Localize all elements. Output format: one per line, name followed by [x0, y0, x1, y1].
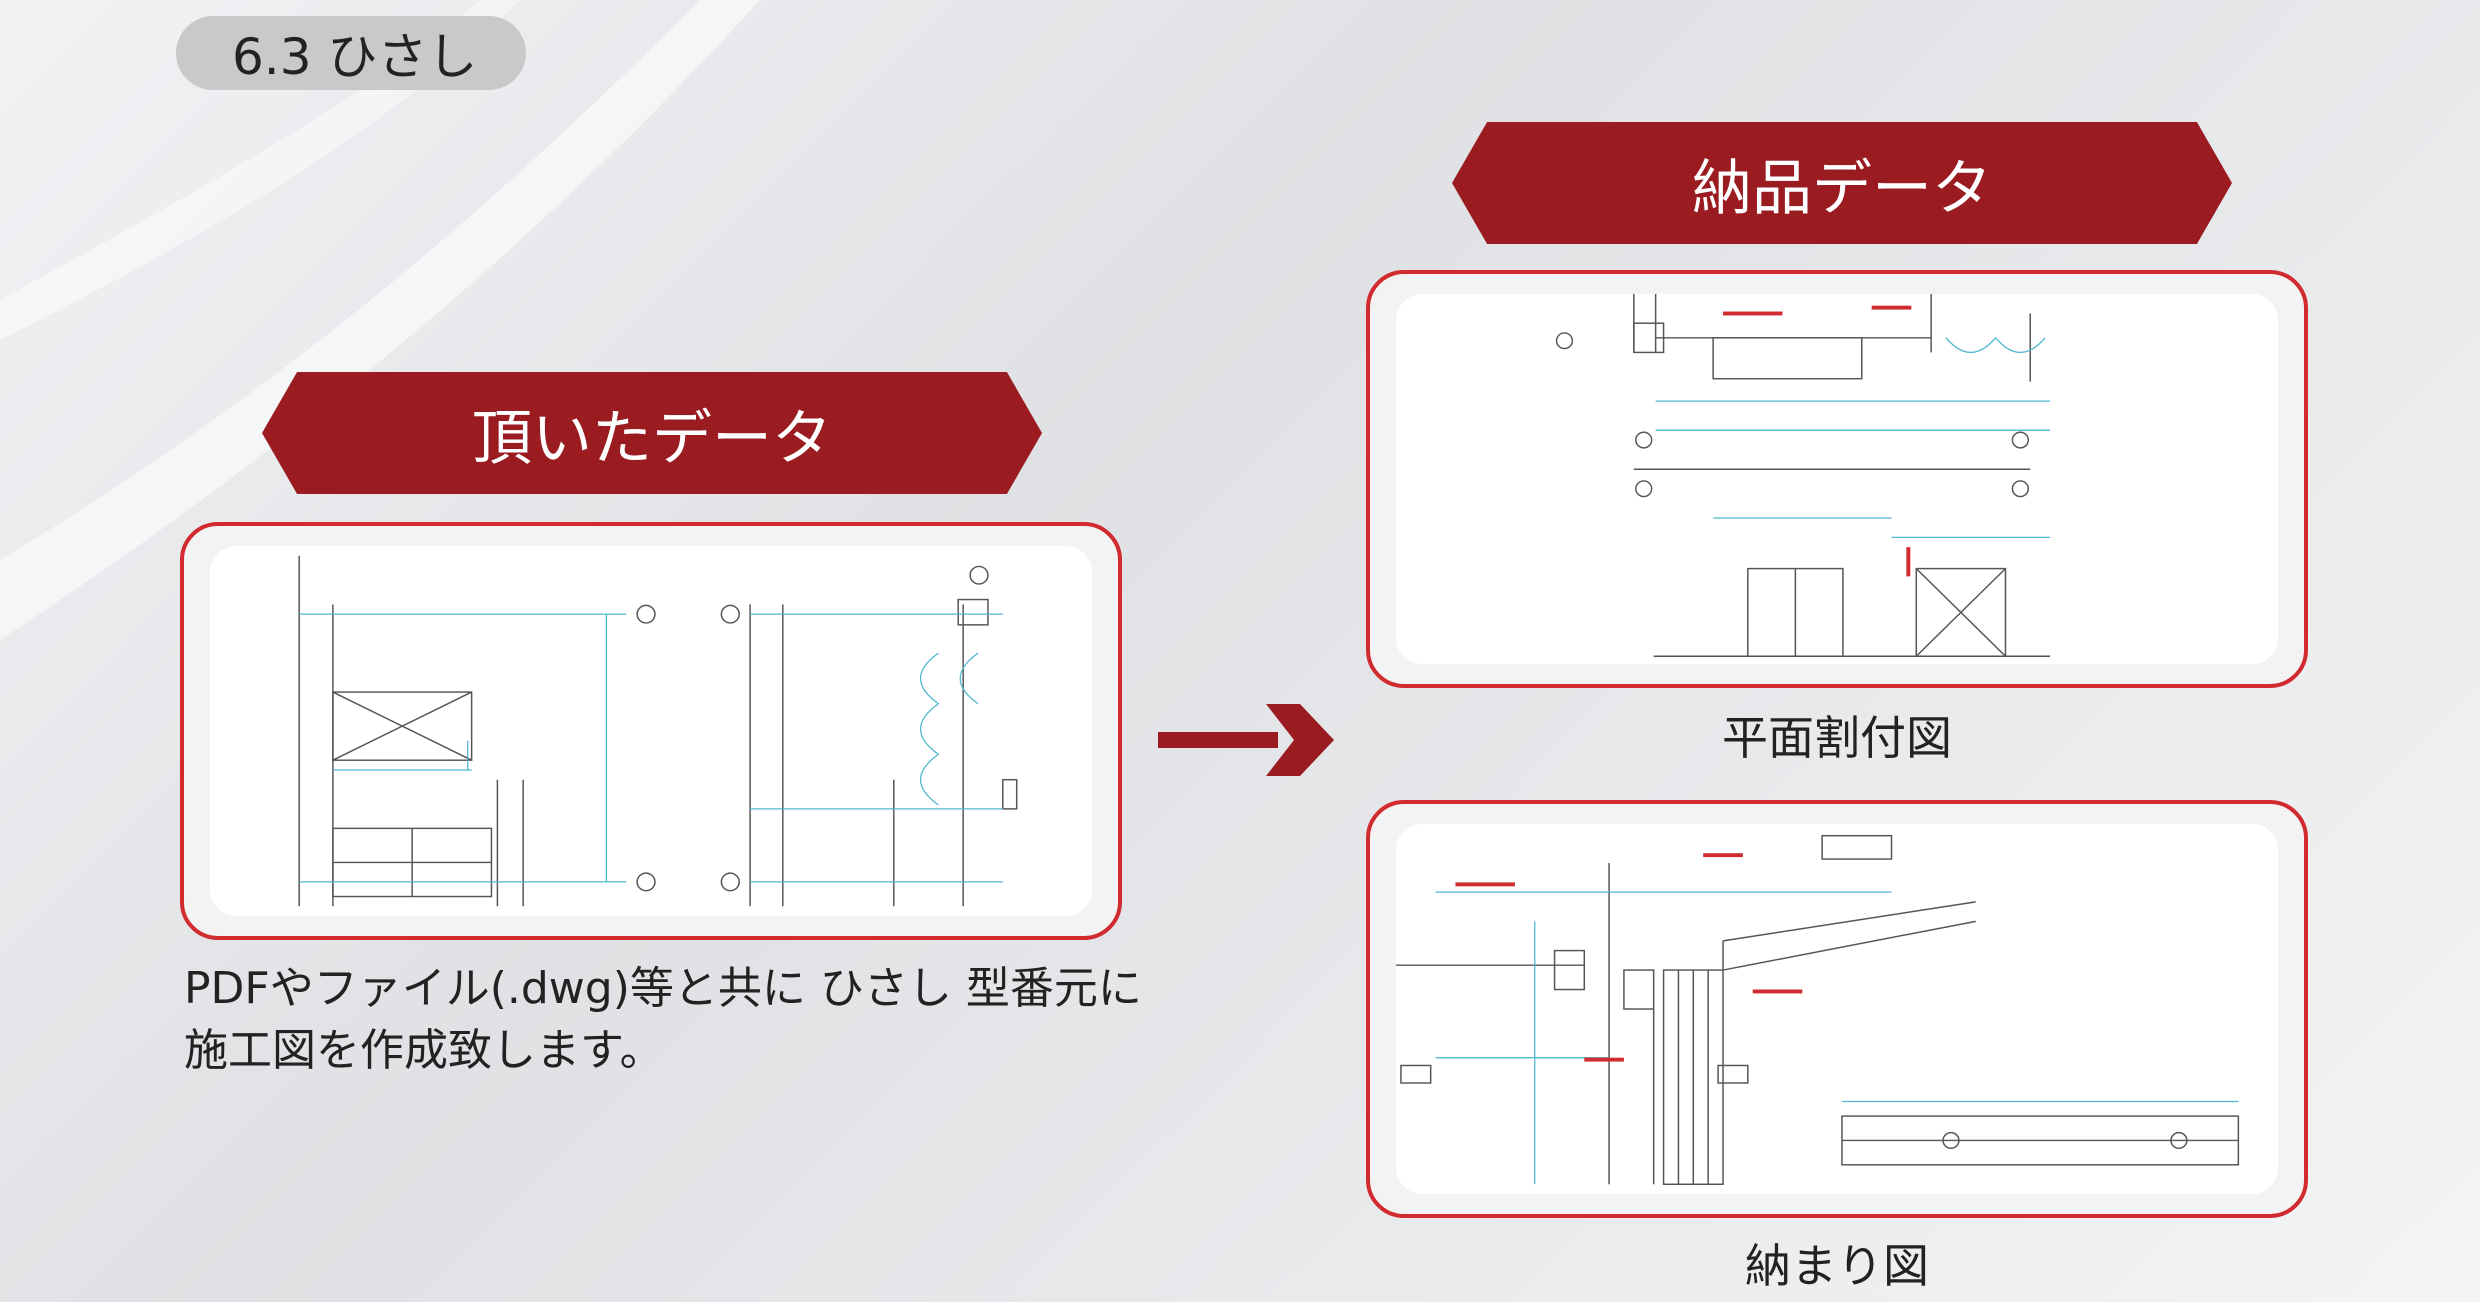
received-drawing-image [298, 555, 1018, 907]
received-data-heading: 頂いたデータ [262, 372, 1042, 494]
detail-drawing-frame [1366, 800, 2308, 1218]
section-label: 6.3 ひさし [176, 16, 526, 90]
detail-drawing-image [1396, 834, 2240, 1185]
detail-caption: 納まり図 [1745, 1239, 1929, 1293]
received-description: PDFやファイル(.dwg)等と共に ひさし 型番元に施工図を作成致します。 [184, 963, 1142, 1076]
plan-drawing-image [1555, 294, 2051, 657]
delivered-data-heading: 納品データ [1452, 122, 2232, 244]
received-drawing-frame [180, 522, 1122, 940]
plan-caption: 平面割付図 [1722, 711, 1952, 765]
plan-drawing-frame [1366, 270, 2308, 688]
arrow-right-icon [1158, 704, 1334, 776]
